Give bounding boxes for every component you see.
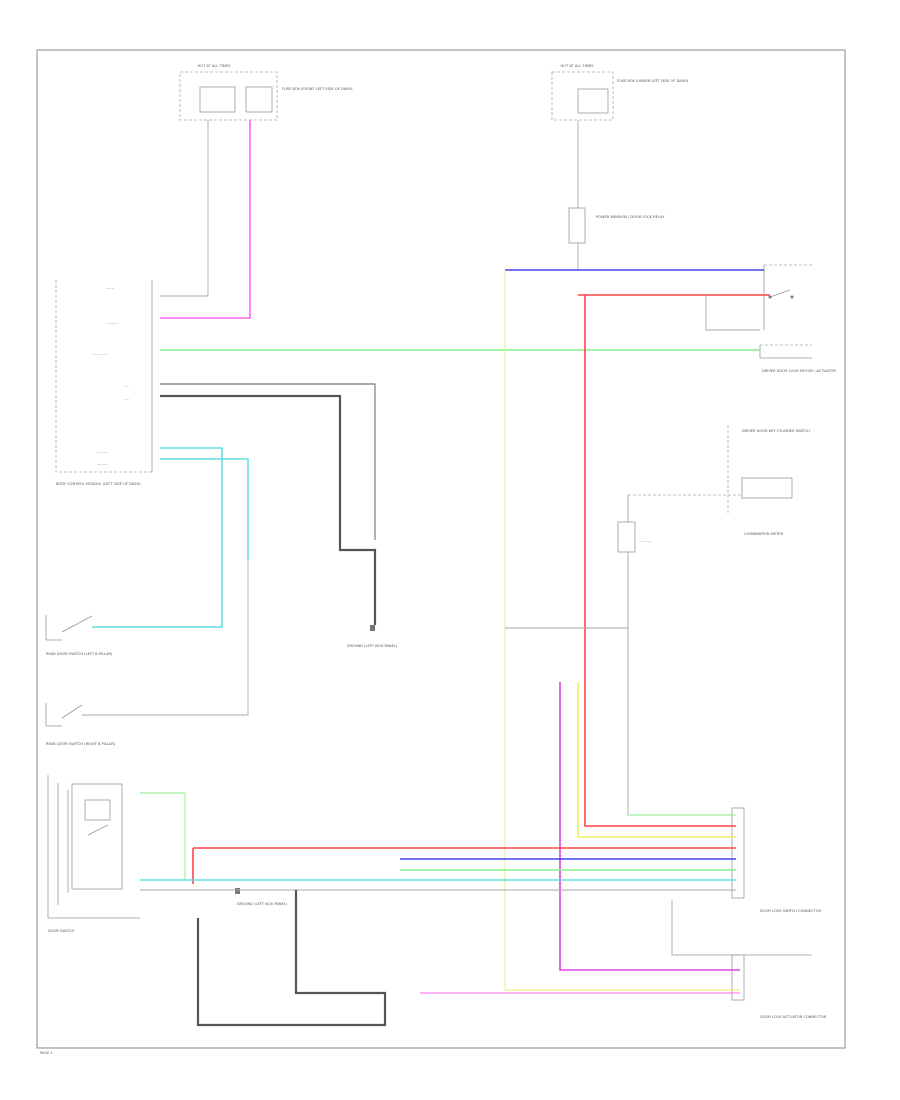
actuator-connector-label: DOOR LOCK ACTUATOR CONNECTOR xyxy=(760,1015,827,1019)
ground-bottom: GROUND (LEFT KICK PANEL) xyxy=(235,888,288,906)
bcm-label: BODY CONTROL MODULE (LEFT SIDE OF DASH) xyxy=(56,482,141,486)
rear-door-switch-left-label: REAR DOOR SWITCH (LEFT B PILLAR) xyxy=(46,652,113,656)
ground-center: GROUND (LEFT KICK PANEL) xyxy=(347,625,398,648)
rear-door-switch-right-label: REAR DOOR SWITCH (RIGHT B PILLAR) xyxy=(46,742,116,746)
wire-gray-rear-right xyxy=(82,560,249,716)
wire-dark-1 xyxy=(160,383,376,540)
rear-door-switch-left: REAR DOOR SWITCH (LEFT B PILLAR) xyxy=(45,615,113,656)
svg-text:··············: ·············· xyxy=(92,353,108,357)
wire-pink-fuse-left xyxy=(160,120,251,319)
fuse-left-title: HOT AT ALL TIMES xyxy=(198,64,232,68)
door-lock-connector-label: DOOR LOCK SWITCH CONNECTOR xyxy=(760,909,822,913)
wire-red-long xyxy=(584,295,736,827)
fuse-left-label: FUSE BOX (FRONT LEFT SIDE OF DASH) xyxy=(282,87,353,91)
door-switch-label: DOOR SWITCH xyxy=(48,929,74,933)
svg-text:··········: ·········· xyxy=(97,463,108,467)
ground-center-label: GROUND (LEFT KICK PANEL) xyxy=(347,644,398,648)
relay-label: POWER WINDOW / DOOR LOCK RELAY xyxy=(596,215,665,219)
door-key-switch-label: DRIVER DOOR KEY CYLINDER SWITCH xyxy=(742,429,810,433)
wire-cyan-2 xyxy=(160,458,249,560)
wire-magenta-pair xyxy=(559,682,740,971)
svg-text:·······: ······· xyxy=(106,287,114,291)
diagram-frame xyxy=(36,49,846,1049)
door-lock-motor: DRIVER DOOR LOCK MOTOR / ACTUATOR xyxy=(759,264,836,373)
wire-dark-bottom xyxy=(196,890,387,1027)
page-ref: PAGE 1 xyxy=(40,1051,53,1055)
door-lock-switch-connector: DOOR LOCK SWITCH CONNECTOR xyxy=(671,807,822,956)
wire-cyan-1 xyxy=(92,447,223,628)
ground-bottom-label: GROUND (LEFT KICK PANEL) xyxy=(237,902,288,906)
rear-door-switch-right: REAR DOOR SWITCH (RIGHT B PILLAR) xyxy=(45,703,116,746)
fuse-box-right: HOT AT ALL TIMES FUSE BOX (UNDER LEFT SI… xyxy=(551,64,689,121)
wire-green-bundle xyxy=(140,792,186,880)
fuse-box-left: HOT AT ALL TIMES FUSE BOX (FRONT LEFT SI… xyxy=(179,64,353,121)
fuse-right-title: HOT AT ALL TIMES xyxy=(561,64,595,68)
wire-yellow-long xyxy=(504,270,740,991)
wire-dark-2 xyxy=(160,394,377,625)
relay: POWER WINDOW / DOOR LOCK RELAY xyxy=(568,207,665,244)
svg-text:····: ···· xyxy=(125,385,130,389)
fuse-right-label: FUSE BOX (UNDER LEFT SIDE OF DASH) xyxy=(617,79,689,83)
body-control-module: ······· ·········· ·············· ···· ·… xyxy=(55,280,153,486)
actuator-connector: DOOR LOCK ACTUATOR CONNECTOR xyxy=(731,954,827,1019)
combination-meter-label: COMBINATION METER xyxy=(744,532,784,536)
door-key-switch: DRIVER DOOR KEY CYLINDER SWITCH COMBINAT… xyxy=(628,425,810,536)
svg-text:··········: ·········· xyxy=(106,322,117,326)
wire-yellow-pair xyxy=(577,682,736,838)
wire-gray-lock-lower xyxy=(705,295,760,331)
svg-text:····: ···· xyxy=(125,398,130,402)
driver-door-switch-box: ·········· xyxy=(617,521,651,553)
door-switch: DOOR SWITCH xyxy=(47,775,140,933)
door-lock-motor-label: DRIVER DOOR LOCK MOTOR / ACTUATOR xyxy=(762,369,836,373)
svg-text:··········: ·········· xyxy=(640,540,651,544)
svg-text:··········: ·········· xyxy=(97,451,108,455)
